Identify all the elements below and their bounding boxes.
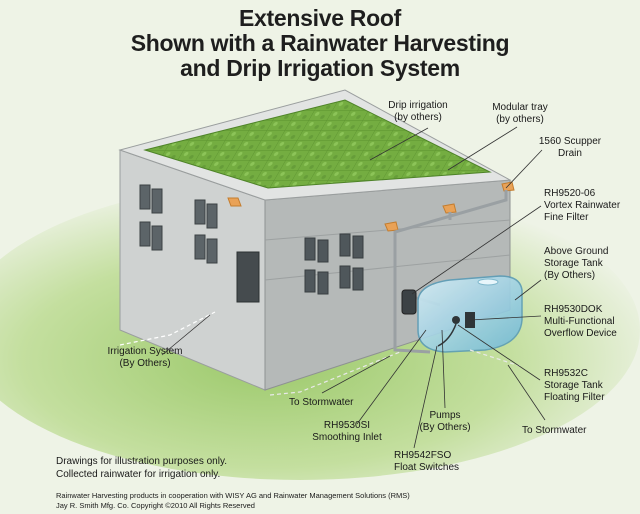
scupper-4 [501,181,515,192]
note-line-2: Collected rainwater for irrigation only. [56,469,221,480]
label-vortex-filter-line-3: Fine Filter [544,212,589,223]
label-pumps-line-1: Pumps [429,410,461,421]
label-to-stormwater-right-text: To Stormwater [522,425,587,436]
building-door [236,251,260,303]
label-vortex-filter-line-1: RH9520-06 [544,188,596,199]
label-modular-tray: Modular tray (by others) [478,102,562,126]
label-to-stormwater-right: To Stormwater [522,425,612,437]
label-overflow-device: RH9530DOK Multi-Functional Overflow Devi… [544,304,638,340]
label-smoothing-inlet-line-1: RH9530SI [323,420,371,431]
label-modular-tray-line-2: (by others) [496,114,544,125]
label-storage-tank-line-2: Storage Tank [544,258,603,269]
label-scupper-drain-line-1: 1560 Scupper [538,136,602,147]
label-to-stormwater-left-text: To Stormwater [289,397,354,408]
green-roof-modules [143,99,492,189]
label-floating-filter-line-2: Storage Tank [544,380,603,391]
diagram-title-line-3: and Drip Irrigation System [180,55,460,81]
label-pumps: Pumps (By Others) [400,410,490,434]
credit-line-2: Jay R. Smith Mfg. Co. Copyright ©2010 Al… [56,501,255,510]
label-overflow-device-line-2: Multi-Functional [544,316,615,327]
scupper-2 [384,221,399,232]
label-overflow-device-line-1: RH9530DOK [544,304,603,315]
scupper-1 [227,197,242,207]
vortex-filter [401,289,417,315]
label-irrigation-system-line-2: (By Others) [119,358,171,369]
label-drip-irrigation: Drip irrigation (by others) [378,100,458,124]
scupper-3 [442,203,457,214]
label-smoothing-inlet-line-2: Smoothing Inlet [312,432,382,443]
label-pumps-line-2: (By Others) [419,422,471,433]
label-vortex-filter-line-2: Vortex Rainwater [544,200,621,211]
label-drip-irrigation-line-2: (by others) [394,112,442,123]
label-overflow-device-line-3: Overflow Device [544,328,617,339]
diagram-title-line-2: Shown with a Rainwater Harvesting [130,30,510,56]
label-irrigation-system-line-1: Irrigation System [107,346,183,357]
label-drip-irrigation-line-1: Drip irrigation [388,100,448,111]
label-storage-tank-line-3: (By Others) [544,270,596,281]
label-to-stormwater-left: To Stormwater [289,397,379,409]
floating-filter [452,316,460,324]
label-floating-filter-line-3: Floating Filter [544,392,605,403]
label-smoothing-inlet: RH9530SI Smoothing Inlet [302,420,392,444]
label-scupper-drain: 1560 Scupper Drain [528,136,612,160]
credit-line-1: Rainwater Harvesting products in coopera… [56,491,410,500]
label-float-switches: RH9542FSO Float Switches [394,450,484,474]
note-line-1: Drawings for illustration purposes only. [56,456,228,467]
diagram-title-line-1: Extensive Roof [239,5,401,31]
label-floating-filter-line-1: RH9532C [544,368,588,379]
irrigation-line [119,311,216,346]
label-storage-tank-line-1: Above Ground [544,246,609,257]
label-floating-filter: RH9532C Storage Tank Floating Filter [544,368,634,404]
label-float-switches-line-1: RH9542FSO [394,450,452,461]
label-storage-tank: Above Ground Storage Tank (By Others) [544,246,634,282]
label-irrigation-system: Irrigation System (By Others) [90,346,200,370]
label-scupper-drain-line-2: Drain [558,148,582,159]
label-float-switches-line-2: Float Switches [394,462,460,473]
label-modular-tray-line-1: Modular tray [492,102,548,113]
label-vortex-filter: RH9520-06 Vortex Rainwater Fine Filter [544,188,634,224]
